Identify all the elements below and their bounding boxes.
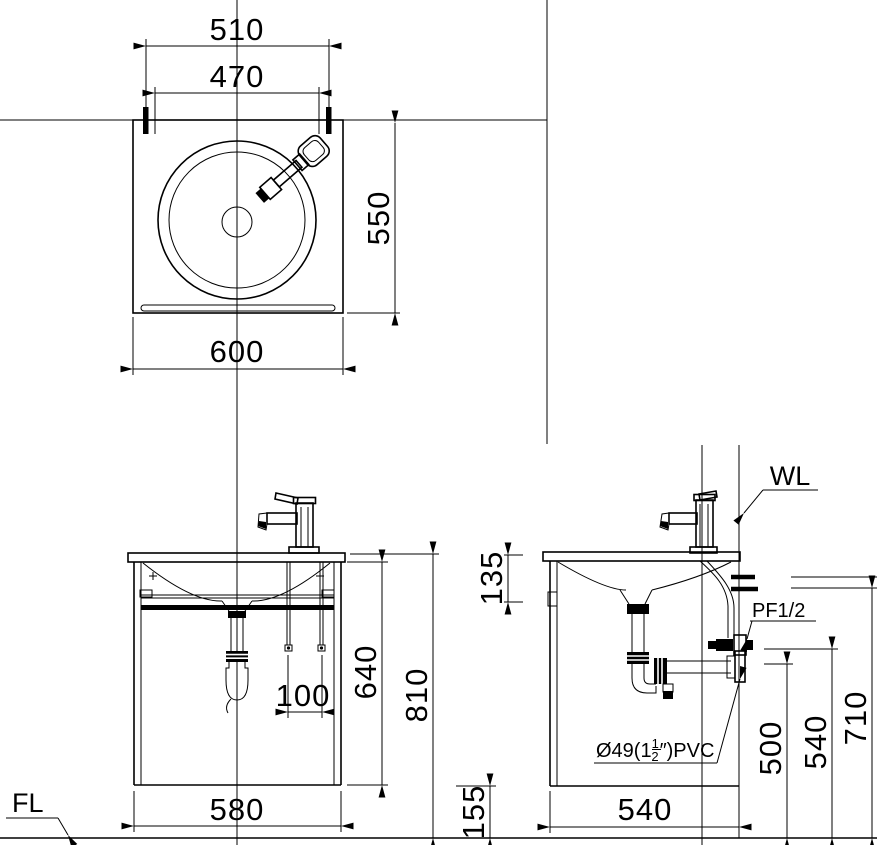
dim-100: 100 [276,678,331,713]
dim-580: 580 [210,792,265,827]
wall-line-label: WL [770,461,811,491]
drain-hole [221,206,253,238]
dim-540-vertical: 540 [798,715,833,770]
dim-470: 470 [210,59,265,94]
supply-stubouts [731,574,877,592]
dim-550: 550 [361,191,396,246]
faucet-plan [255,134,331,203]
supply-hose-left [284,562,293,652]
dim-710: 710 [838,691,873,746]
front-rail-plan [140,304,336,312]
dim-510: 510 [210,12,265,47]
faucet-handle-side [698,490,718,501]
basin-curve-side-right [651,561,732,591]
drain-spec-frac-num: 1 [652,736,659,751]
drain-spec-prefix: Ø49(1 [596,740,652,762]
mounting-bracket-right [318,107,332,134]
drain-funnel-side [619,589,653,605]
basin-outer-rim [157,140,317,300]
dim-135: 135 [474,551,509,606]
faucet-spout-side [668,512,698,525]
countertop-front [127,552,346,563]
basin-inner-rim [168,151,306,289]
dim-540-horizontal: 540 [618,792,673,827]
drain-wall-collar [726,655,736,679]
faucet-side [659,490,718,554]
svg-text:Ø49(112″)PVC: Ø49(112″)PVC [596,736,714,764]
drain-trap-side [627,604,746,699]
front-view [127,492,346,786]
dim-500: 500 [753,721,788,776]
drain-spec-suffix: ″)PVC [660,740,715,762]
countertop-plan [132,119,344,314]
supply-spec-label: PF1/2 [752,600,805,622]
mounting-bracket-left [143,107,156,134]
supply-hose-right [317,562,326,652]
hinge-side [547,591,558,607]
countertop-side [542,551,741,562]
dim-600: 600 [210,334,265,369]
dim-640: 640 [348,645,383,700]
dimensions-side-view: 500 540 710 540 [537,575,876,845]
dim-810: 810 [399,668,434,723]
drain-spec-frac-den: 2 [651,749,658,764]
drain-trap-front [225,611,249,714]
dim-155: 155 [456,785,491,840]
support-rail-front [141,605,334,610]
basin-curve-side-left [557,561,627,591]
basin-curve-left [142,562,223,602]
mount-mark-left [149,572,157,580]
dimensions-top-view: 510 470 550 600 [120,12,400,375]
faucet-handle-front [274,492,299,505]
angle-valve [716,639,733,651]
hanger-bracket-right [321,589,335,598]
side-view [542,490,877,787]
top-view [132,107,344,314]
floor-line-label: FL [12,788,44,818]
cleanout-plug [662,683,674,693]
faucet-spout-front [266,512,298,525]
hanger-bracket-left [139,589,153,598]
faucet-front [257,492,320,554]
dimensions-front-view: 640 810 135 155 580 100 [121,541,523,845]
